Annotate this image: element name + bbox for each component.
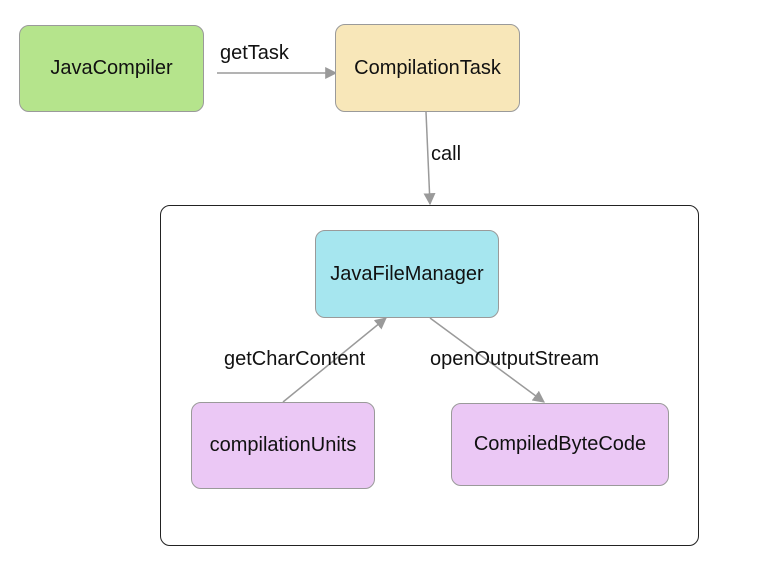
compiled-byte-code-node[interactable]: CompiledByteCode bbox=[451, 403, 669, 486]
java-compiler-label: JavaCompiler bbox=[50, 57, 173, 79]
open-output-stream-edge-label: openOutputStream bbox=[430, 348, 599, 370]
call-edge bbox=[423, 111, 436, 206]
compilation-units-label: compilationUnits bbox=[209, 434, 357, 456]
get-char-content-edge-label: getCharContent bbox=[224, 348, 366, 370]
java-file-manager-label: JavaFileManager bbox=[330, 262, 484, 285]
file-manager-group bbox=[160, 205, 699, 546]
compilation-task-node[interactable]: CompilationTask bbox=[335, 24, 520, 112]
compilation-task-label: CompilationTask bbox=[354, 56, 501, 79]
compiled-byte-code-label: CompiledByteCode bbox=[473, 433, 647, 455]
java-compiler-node[interactable]: JavaCompiler bbox=[19, 25, 204, 112]
compilation-units-node[interactable]: compilationUnits bbox=[191, 402, 375, 489]
call-edge-label: call bbox=[431, 143, 462, 165]
get-task-edge-label: getTask bbox=[220, 42, 289, 64]
java-file-manager-node[interactable]: JavaFileManager bbox=[315, 230, 499, 318]
